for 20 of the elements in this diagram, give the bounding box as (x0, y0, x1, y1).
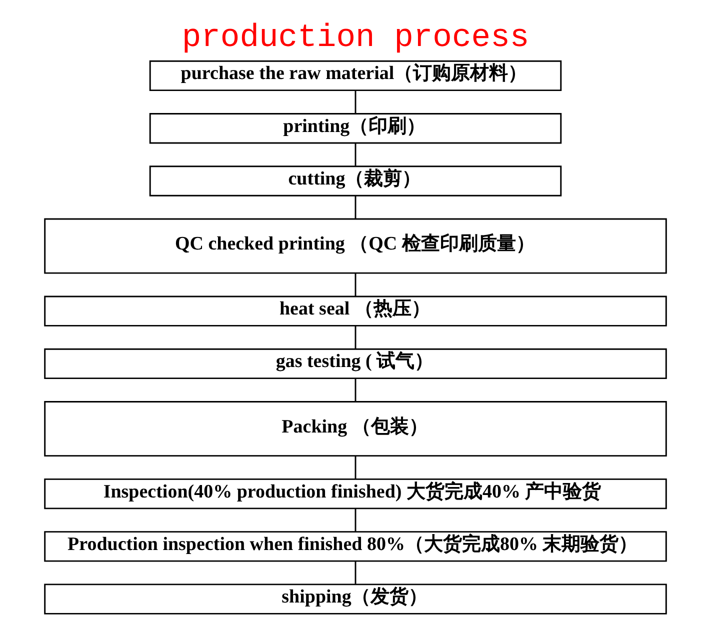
connector (354, 378, 356, 402)
node-box: gas testing ( 试气） (44, 348, 667, 380)
node-box: QC checked printing （QC 检查印刷质量） (44, 218, 667, 274)
connector (354, 456, 356, 479)
node-box: shipping（发货） (44, 584, 667, 614)
node-box: cutting（裁剪） (149, 166, 562, 196)
node-box: Production inspection when finished 80%（大货完成80% 末期验货） (44, 531, 667, 562)
node-box: heat seal （热压） (44, 296, 667, 326)
connector (354, 90, 356, 114)
node-box: Inspection(40% production finished) 大货完成40% 产中验货 (44, 478, 667, 510)
connector (354, 143, 356, 166)
connector (354, 196, 356, 219)
connector (354, 273, 356, 296)
connector (354, 508, 356, 532)
node-box: purchase the raw material（订购原材料） (149, 60, 562, 92)
node-box: Packing （包装） (44, 400, 667, 457)
connector (354, 326, 356, 349)
connector (354, 561, 356, 584)
diagram-title: production process (182, 18, 530, 56)
node-box: printing（印刷） (149, 113, 562, 144)
